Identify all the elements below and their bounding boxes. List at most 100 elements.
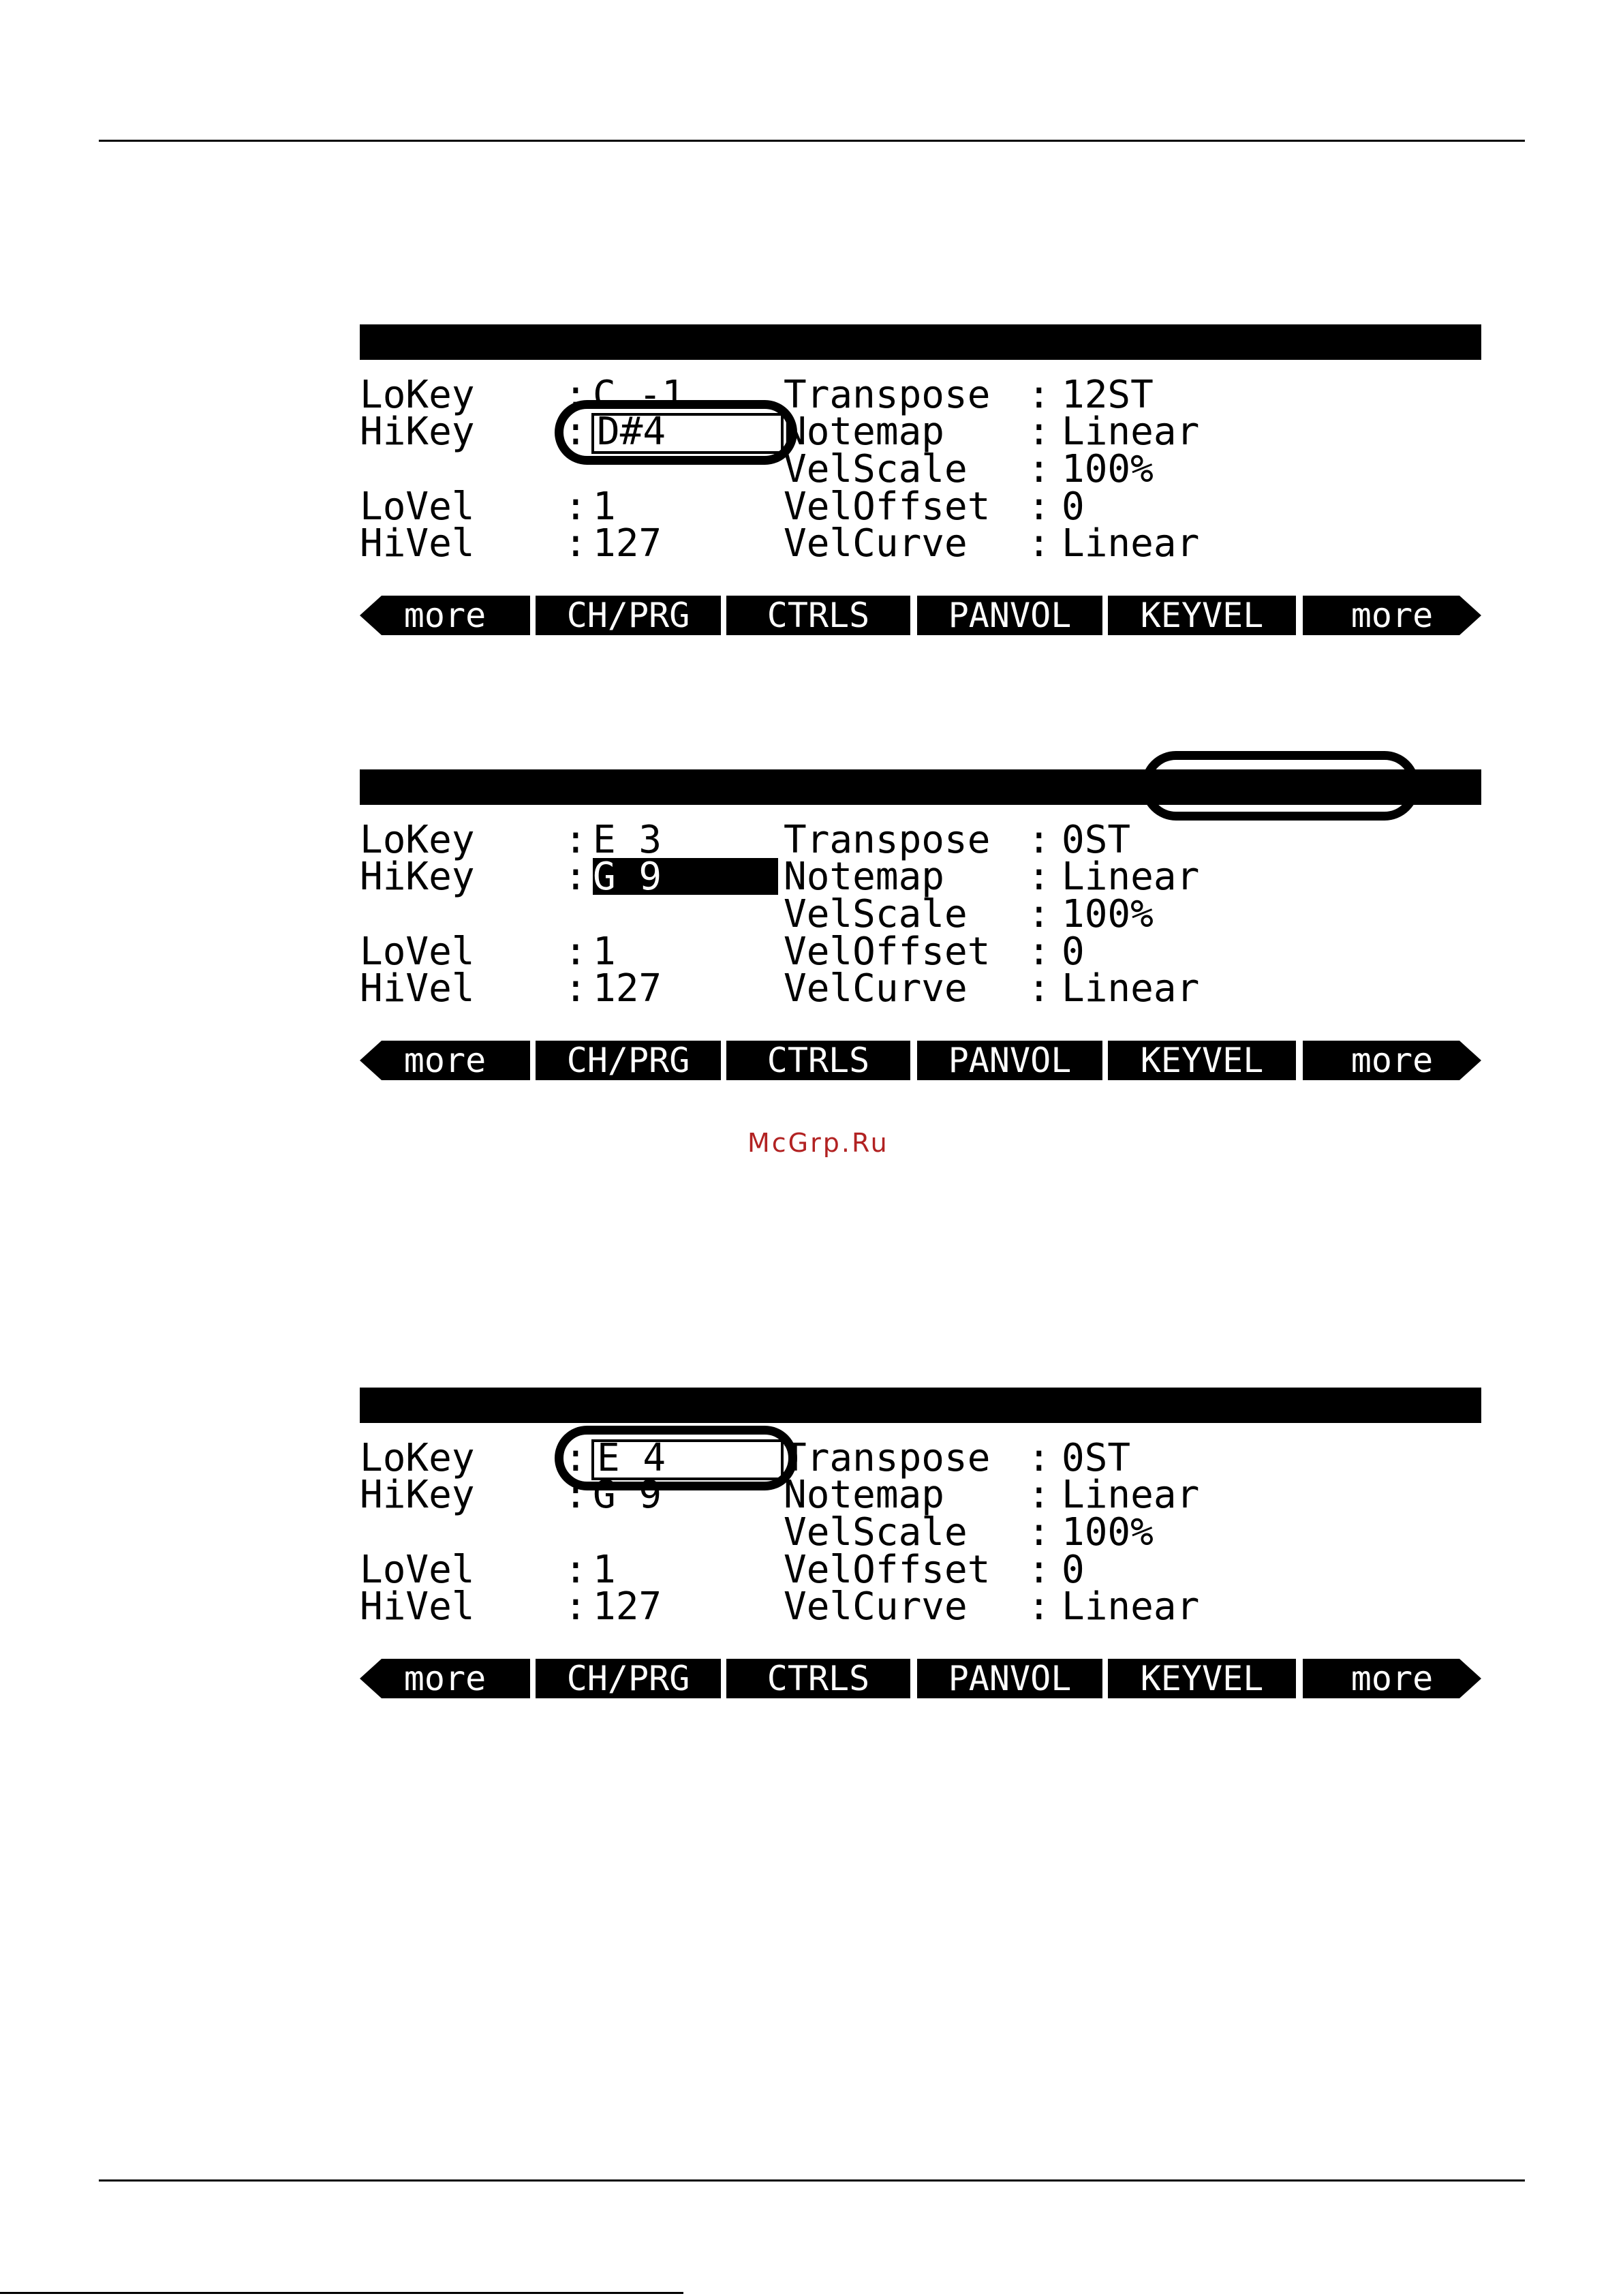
hivel-label: HiVel — [360, 521, 475, 566]
lcd-title-bar: SetupMode:KEY-VEL ↕Zone:1/2 — [360, 324, 1481, 432]
notemap-value[interactable]: Linear — [1062, 410, 1200, 454]
notemap-colon: : — [1027, 410, 1051, 454]
mode-title: SetupMode:KEY-VEL — [368, 358, 717, 397]
hikey-selection-highlight — [593, 858, 778, 895]
transpose-label: Transpose — [784, 818, 991, 862]
zone-value: Zone:2/2 — [1171, 840, 1335, 879]
hikey-colon: : — [564, 855, 587, 899]
veloffset-colon: : — [1027, 485, 1051, 529]
lokey-label: LoKey — [360, 373, 475, 417]
transpose-value[interactable]: 0ST — [1062, 1436, 1131, 1480]
lovel-value[interactable]: 1 — [593, 485, 616, 529]
velscale-colon: : — [1027, 1510, 1051, 1555]
softkey-ch-prg[interactable]: CH/PRG — [536, 596, 721, 635]
velcurve-value[interactable]: Linear — [1062, 1585, 1200, 1629]
velscale-value[interactable]: 100% — [1062, 447, 1154, 491]
soft-button-row: more CH/PRG CTRLS PANVOL KEYVEL more — [360, 596, 1481, 635]
lcd-screen-zone-2-edited: SetupMode:KEY-VEL ↕Zone:2/2 LoKey : E 4 … — [360, 1388, 1481, 1698]
zone-indicator[interactable]: ↕Zone:2/2 — [1158, 1458, 1335, 1495]
callout-ring-zone — [1141, 751, 1419, 821]
veloffset-value[interactable]: 0 — [1062, 1548, 1085, 1592]
notemap-label: Notemap — [784, 855, 945, 899]
veloffset-value[interactable]: 0 — [1062, 485, 1085, 529]
velscale-label: VelScale — [784, 447, 968, 491]
softkey-panvol[interactable]: PANVOL — [917, 1041, 1102, 1080]
softkey-ctrls[interactable]: CTRLS — [726, 1041, 910, 1080]
lokey-label: LoKey — [360, 818, 475, 862]
softkey-ctrls[interactable]: CTRLS — [726, 1659, 910, 1698]
notemap-label: Notemap — [784, 1473, 945, 1517]
softkey-more-right[interactable]: more — [1303, 596, 1481, 635]
softkey-ch-prg[interactable]: CH/PRG — [536, 1041, 721, 1080]
page-edge-rule — [0, 2292, 683, 2294]
zone-indicator[interactable]: ↕Zone:2/2 — [1158, 840, 1335, 877]
lokey-value[interactable]: E 3 — [593, 818, 662, 862]
soft-button-row: more CH/PRG CTRLS PANVOL KEYVEL more — [360, 1659, 1481, 1698]
zone-value: Zone:1/2 — [1171, 395, 1335, 434]
lokey-label: LoKey — [360, 1436, 475, 1480]
hikey-value[interactable]: G 9 — [593, 855, 662, 899]
transpose-value[interactable]: 12ST — [1062, 373, 1154, 417]
notemap-colon: : — [1027, 1473, 1051, 1517]
hivel-value[interactable]: 127 — [593, 1585, 662, 1629]
lovel-value[interactable]: 1 — [593, 1548, 616, 1592]
softkey-keyvel[interactable]: KEYVEL — [1108, 1041, 1296, 1080]
hikey-label: HiKey — [360, 1473, 475, 1517]
velscale-label: VelScale — [784, 892, 968, 936]
transpose-colon: : — [1027, 1436, 1051, 1480]
callout-ring-lokey — [555, 1426, 797, 1490]
zone-indicator[interactable]: ↕Zone:1/2 — [1158, 395, 1335, 432]
softkey-panvol[interactable]: PANVOL — [917, 1659, 1102, 1698]
notemap-value[interactable]: Linear — [1062, 1473, 1200, 1517]
lcd-screen-zone-1: SetupMode:KEY-VEL ↕Zone:1/2 LoKey : C -1… — [360, 324, 1481, 635]
softkey-ch-prg[interactable]: CH/PRG — [536, 1659, 721, 1698]
softkey-keyvel[interactable]: KEYVEL — [1108, 596, 1296, 635]
lovel-colon: : — [564, 930, 587, 974]
footer-rule — [99, 2179, 1525, 2182]
softkey-more-left[interactable]: more — [360, 596, 530, 635]
softkey-more-right[interactable]: more — [1303, 1041, 1481, 1080]
hivel-colon: : — [564, 1585, 587, 1629]
softkey-keyvel[interactable]: KEYVEL — [1108, 1659, 1296, 1698]
mode-title: SetupMode:KEY-VEL — [368, 803, 717, 842]
veloffset-label: VelOffset — [784, 1548, 991, 1592]
velscale-value[interactable]: 100% — [1062, 1510, 1154, 1555]
velcurve-value[interactable]: Linear — [1062, 966, 1200, 1011]
softkey-more-left[interactable]: more — [360, 1041, 530, 1080]
lovel-label: LoVel — [360, 1548, 475, 1592]
header-rule — [99, 140, 1525, 142]
up-down-arrow-icon: ↕ — [1158, 846, 1171, 870]
hikey-label: HiKey — [360, 855, 475, 899]
velscale-label: VelScale — [784, 1510, 968, 1555]
transpose-colon: : — [1027, 818, 1051, 862]
lovel-value[interactable]: 1 — [593, 930, 616, 974]
softkey-more-left[interactable]: more — [360, 1659, 530, 1698]
velcurve-label: VelCurve — [784, 966, 968, 1011]
hivel-value[interactable]: 127 — [593, 521, 662, 566]
velscale-colon: : — [1027, 447, 1051, 491]
notemap-value[interactable]: Linear — [1062, 855, 1200, 899]
hikey-label: HiKey — [360, 410, 475, 454]
veloffset-colon: : — [1027, 1548, 1051, 1592]
hikey-value[interactable]: D#4 — [597, 410, 666, 454]
velscale-value[interactable]: 100% — [1062, 892, 1154, 936]
lokey-value[interactable]: E 4 — [597, 1436, 666, 1480]
velcurve-value[interactable]: Linear — [1062, 521, 1200, 566]
hivel-value[interactable]: 127 — [593, 966, 662, 1011]
lcd-title-bar: SetupMode:KEY-VEL ↕Zone:2/2 — [360, 769, 1481, 877]
velcurve-colon: : — [1027, 521, 1051, 566]
veloffset-label: VelOffset — [784, 930, 991, 974]
softkey-more-right[interactable]: more — [1303, 1659, 1481, 1698]
softkey-panvol[interactable]: PANVOL — [917, 596, 1102, 635]
softkey-ctrls[interactable]: CTRLS — [726, 596, 910, 635]
veloffset-label: VelOffset — [784, 485, 991, 529]
notemap-colon: : — [1027, 855, 1051, 899]
up-down-arrow-icon: ↕ — [1158, 1464, 1171, 1488]
hivel-label: HiVel — [360, 966, 475, 1011]
transpose-label: Transpose — [784, 1436, 991, 1480]
veloffset-value[interactable]: 0 — [1062, 930, 1085, 974]
lovel-colon: : — [564, 1548, 587, 1592]
velcurve-label: VelCurve — [784, 1585, 968, 1629]
transpose-colon: : — [1027, 373, 1051, 417]
transpose-value[interactable]: 0ST — [1062, 818, 1131, 862]
